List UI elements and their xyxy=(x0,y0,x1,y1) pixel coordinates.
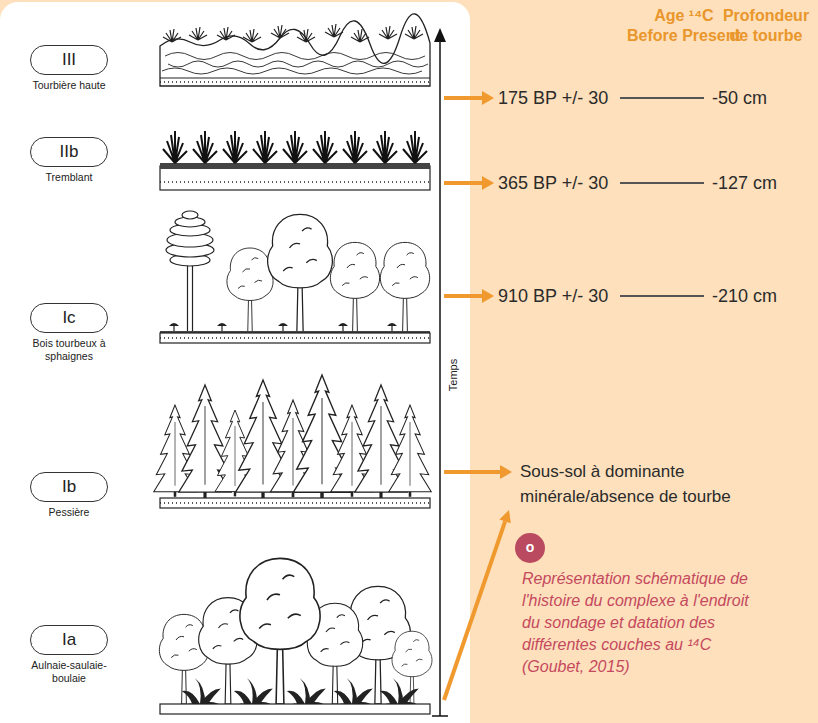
date-arrowhead xyxy=(482,289,494,303)
date-arrow xyxy=(444,96,484,100)
broadleaf-tree xyxy=(268,214,333,332)
reed-tuft xyxy=(313,131,337,163)
reed-tuft xyxy=(403,131,427,163)
alder-willow-birch-illustration xyxy=(159,558,432,714)
badge-letter: o xyxy=(515,533,545,561)
broadleaf-tree xyxy=(330,242,379,332)
quaking-bog-illustration xyxy=(160,131,430,190)
ground-dots xyxy=(160,81,430,83)
age-date: 910 BP +/- 30 xyxy=(498,285,608,307)
phase-number: III xyxy=(30,45,108,75)
reed-tuft xyxy=(193,131,217,163)
age-date: 175 BP +/- 30 xyxy=(498,87,608,109)
axis-tick xyxy=(432,715,448,717)
raised-bog-illustration xyxy=(160,14,430,86)
phase-name: Aulnaie-saulaie-boulaie xyxy=(19,659,119,685)
date-arrowhead xyxy=(482,91,494,105)
column-header: Profondeur de tourbe xyxy=(718,6,814,46)
depth-leaders xyxy=(620,98,704,296)
phase-node: IbPessière xyxy=(14,472,124,519)
grass-tuft xyxy=(243,29,261,42)
grass-tuft xyxy=(379,26,397,39)
mushroom xyxy=(387,323,397,331)
date-arrowhead xyxy=(482,176,494,190)
spruce-forest-illustration xyxy=(154,375,432,508)
phase-number: Ic xyxy=(30,303,108,333)
date-arrowhead xyxy=(500,465,512,479)
peat-depth: -210 cm xyxy=(712,285,777,307)
broadleaf-tree xyxy=(380,242,429,332)
phase-name: Pessière xyxy=(19,506,119,519)
age-date: 365 BP +/- 30 xyxy=(498,172,608,194)
ground-strip xyxy=(160,333,430,343)
peat-texture xyxy=(162,68,422,74)
caption-arrow xyxy=(444,521,505,700)
reed-tuft xyxy=(283,131,307,163)
mushroom xyxy=(338,323,348,331)
peat-woodland-illustration xyxy=(160,211,430,343)
ground-line xyxy=(160,78,430,79)
reed-tuft xyxy=(343,131,367,163)
peat-texture xyxy=(168,61,428,67)
date-arrow xyxy=(444,294,484,298)
axis-label: Temps xyxy=(447,359,459,391)
grass-tuft xyxy=(351,29,369,42)
phase-number: Ib xyxy=(30,472,108,502)
grass-tuft xyxy=(189,27,207,40)
reed-tuft xyxy=(253,131,277,163)
grass-tuft xyxy=(271,25,289,38)
depth-leader xyxy=(620,182,704,184)
grass-tuft xyxy=(297,29,315,42)
mushroom xyxy=(217,323,227,331)
peat-body xyxy=(160,14,430,86)
phase-number: IIb xyxy=(30,137,108,167)
peat-depth: -50 cm xyxy=(712,87,767,109)
spruce-tree xyxy=(389,405,432,497)
phase-node: IaAulnaie-saulaie-boulaie xyxy=(14,625,124,685)
date-arrow xyxy=(444,470,502,474)
ground-dots xyxy=(160,181,430,183)
ground-strip xyxy=(160,498,430,508)
grass-tuft xyxy=(325,24,343,37)
grass-tuft xyxy=(163,29,181,42)
grass-tuft xyxy=(217,27,235,40)
substrate-note: Sous-sol à dominante minérale/absence de… xyxy=(520,459,750,509)
axis-line xyxy=(439,40,441,716)
phase-node: III Tourbière haute xyxy=(14,45,124,92)
caption-badge: o xyxy=(515,533,545,563)
phase-node: IIbTremblant xyxy=(14,137,124,184)
depth-leader xyxy=(620,97,704,99)
depth-leader xyxy=(620,295,704,297)
ground-strip xyxy=(160,166,430,190)
ground-strip xyxy=(160,704,430,714)
phase-node: IcBois tourbeux à sphaignes xyxy=(14,303,124,363)
date-arrow xyxy=(444,181,484,185)
moss-layer xyxy=(160,163,430,169)
time-axis xyxy=(432,28,448,716)
peat-depth: -127 cm xyxy=(712,172,777,194)
mushroom xyxy=(169,323,179,331)
axis-arrowhead xyxy=(434,28,446,42)
reed-tuft xyxy=(373,131,397,163)
reed-tuft xyxy=(163,131,187,163)
peat-texture xyxy=(165,53,425,60)
phase-name: Bois tourbeux à sphaignes xyxy=(19,337,119,363)
caption-arrowhead xyxy=(499,510,510,523)
phase-name: Tourbière haute xyxy=(19,79,119,92)
pine-tree xyxy=(166,211,214,332)
phase-number: Ia xyxy=(30,625,108,655)
ground-dots xyxy=(160,337,430,339)
white-panel xyxy=(0,2,470,723)
phase-name: Tremblant xyxy=(19,171,119,184)
ground-dots xyxy=(160,502,430,504)
grass-tuft xyxy=(405,26,423,39)
figure-caption: Représentation schématique de l'histoire… xyxy=(522,568,754,678)
reed-tuft xyxy=(223,131,247,163)
broadleaf-tree xyxy=(240,558,320,704)
mushroom xyxy=(278,323,288,331)
broadleaf-tree xyxy=(227,248,273,332)
